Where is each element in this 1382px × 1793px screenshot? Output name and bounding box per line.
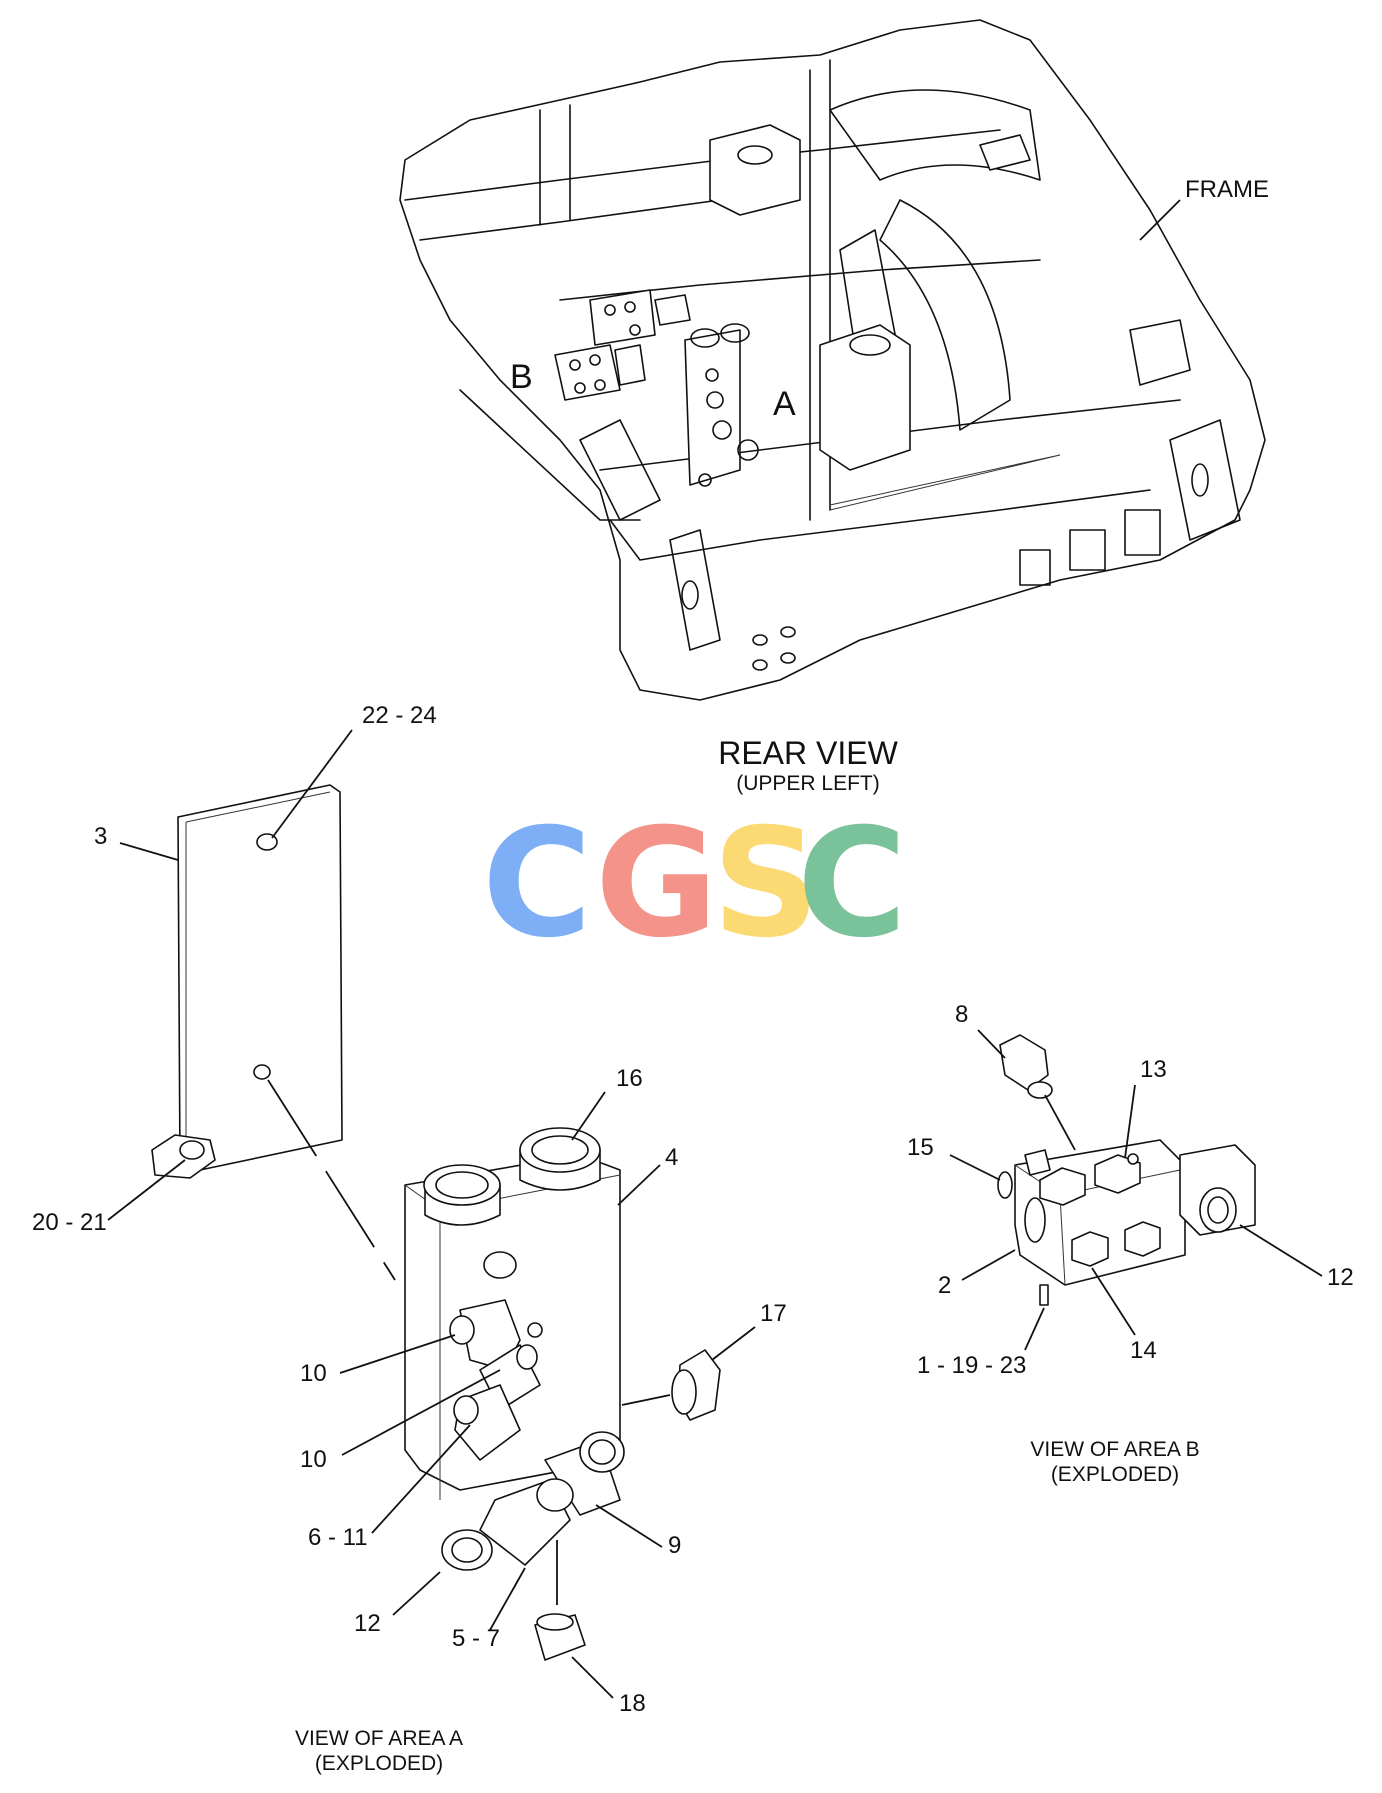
- frame-label: FRAME: [1185, 176, 1269, 203]
- watermark-letter-2: G: [595, 797, 718, 971]
- leader-3: [119, 842, 179, 861]
- area-b-marker: B: [510, 358, 533, 396]
- callout-14: 14: [1130, 1337, 1157, 1364]
- watermark-letter-4: C: [797, 797, 907, 971]
- callout-12-area-a: 12: [354, 1610, 381, 1637]
- watermark-letter-3: S: [712, 797, 820, 971]
- leader-15: [949, 1154, 1001, 1181]
- cover-plate: [151, 784, 343, 1179]
- callout-9: 9: [668, 1532, 681, 1559]
- leader-13: [1124, 1084, 1136, 1159]
- area-b-subtitle: (EXPLODED): [1051, 1463, 1179, 1486]
- callout-22-24: 22 - 24: [362, 702, 437, 729]
- area-a-marker: A: [773, 385, 796, 423]
- leader-8: [977, 1029, 1006, 1059]
- leader-9: [595, 1504, 663, 1548]
- area-a-title: VIEW OF AREA A: [295, 1727, 463, 1750]
- leader-5-7: [489, 1567, 526, 1631]
- callout-3: 3: [94, 823, 107, 850]
- leader-22-24: [271, 729, 353, 839]
- frame-leader: [1139, 199, 1181, 241]
- callout-16: 16: [616, 1065, 643, 1092]
- leader-4: [617, 1164, 661, 1206]
- rear-view-subtitle: (UPPER LEFT): [736, 772, 880, 795]
- leader-17-to-block: [621, 1394, 671, 1406]
- leader-20-21: [107, 1159, 186, 1221]
- rear-view-title: REAR VIEW: [718, 735, 898, 771]
- leader-17: [711, 1326, 756, 1361]
- callout-10-upper: 10: [300, 1360, 327, 1387]
- callout-8: 8: [955, 1001, 968, 1028]
- callout-15: 15: [907, 1134, 934, 1161]
- leader-10-upper: [339, 1334, 456, 1374]
- area-a-valve-block: [404, 1127, 721, 1661]
- callout-6-11: 6 - 11: [308, 1524, 368, 1551]
- leader-plate-to-block: [267, 1079, 396, 1281]
- leader-14: [1091, 1267, 1136, 1336]
- rear-view-frame-drawing: [399, 19, 1266, 701]
- leader-1-19-23: [1024, 1307, 1045, 1351]
- leader-16: [571, 1091, 606, 1141]
- callout-2: 2: [938, 1272, 951, 1299]
- area-b-valve-block: [997, 1034, 1256, 1306]
- callout-10-lower: 10: [300, 1446, 327, 1473]
- callout-18: 18: [619, 1690, 646, 1717]
- leader-18: [571, 1656, 614, 1699]
- area-a-subtitle: (EXPLODED): [315, 1752, 443, 1775]
- watermark-letter-1: C: [482, 797, 592, 971]
- callout-1-19-23: 1 - 19 - 23: [917, 1352, 1026, 1379]
- area-b-title: VIEW OF AREA B: [1030, 1438, 1199, 1461]
- callout-12-area-b: 12: [1327, 1264, 1354, 1291]
- callout-17: 17: [760, 1300, 787, 1327]
- leader-8-to-block: [1044, 1094, 1076, 1151]
- leader-6-11: [371, 1424, 471, 1534]
- callout-5-7: 5 - 7: [452, 1625, 500, 1652]
- leader-10-lower: [341, 1369, 501, 1456]
- leader-2: [961, 1249, 1016, 1281]
- callout-13: 13: [1140, 1056, 1167, 1083]
- cgsc-watermark: C G S C: [482, 797, 907, 971]
- leader-12-area-b: [1239, 1224, 1323, 1277]
- callout-4: 4: [665, 1144, 678, 1171]
- callout-20-21: 20 - 21: [32, 1209, 107, 1236]
- leader-12-area-a: [392, 1571, 441, 1616]
